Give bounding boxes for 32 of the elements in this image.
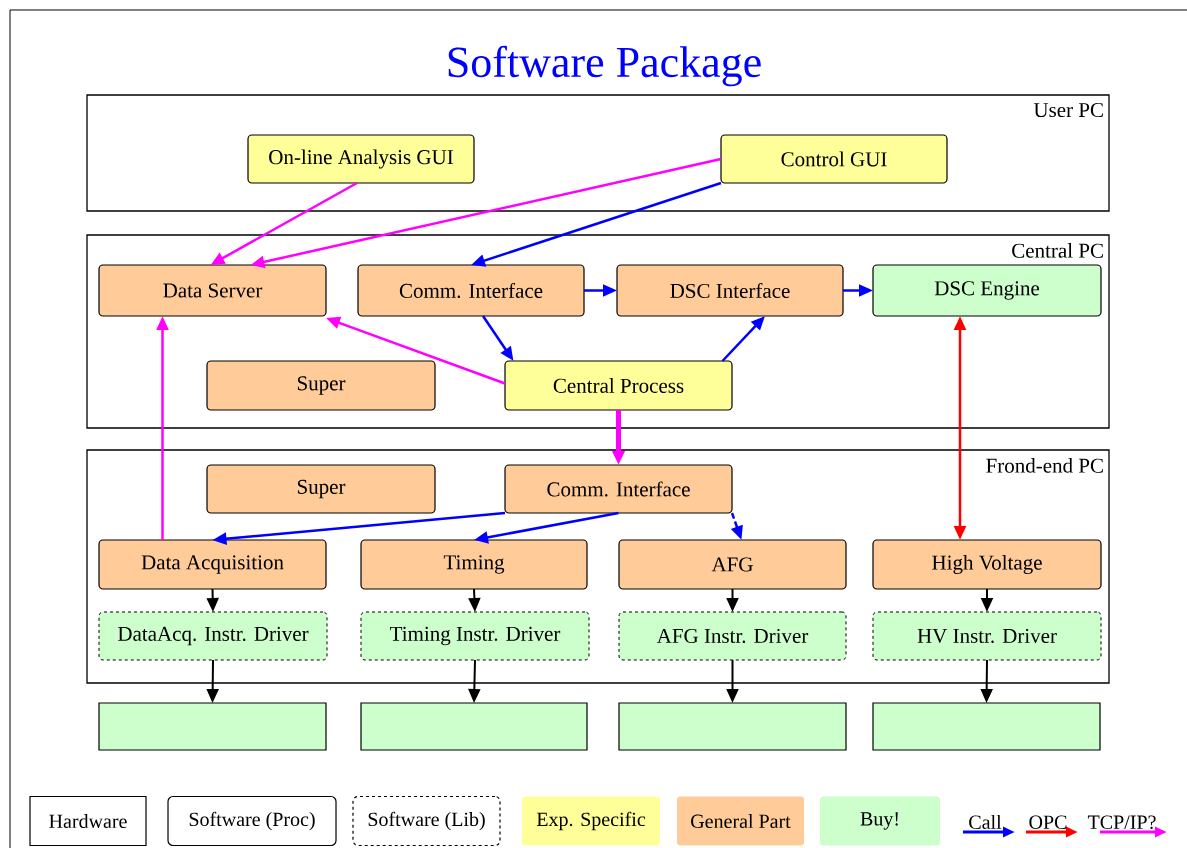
module-box: Control GUI [720, 134, 948, 184]
legend-label: OPC [1029, 815, 1067, 829]
module-box: DSC Interface [616, 264, 844, 317]
module-box: Super [206, 464, 436, 514]
hardware-box [618, 702, 847, 751]
panel-heading: Frond-end PC [986, 458, 1103, 473]
legend-box: Hardware [29, 795, 147, 847]
driver-box: DataAcq. Instr. Driver [98, 611, 328, 661]
module-box: DSC Engine [872, 264, 1102, 317]
hardware-box [98, 702, 327, 751]
legend-label: TCP/IP? [1087, 815, 1156, 829]
hardware-box [872, 702, 1101, 751]
module-box: Central Process [504, 360, 733, 411]
module-box: Data Acquisition [98, 539, 327, 590]
title: Software Package [448, 45, 761, 87]
legend-box: Software (Proc) [167, 795, 337, 847]
module-box: High Voltage [872, 539, 1102, 590]
driver-box: HV Instr. Driver [872, 611, 1102, 661]
driver-box: AFG Instr. Driver [618, 611, 847, 661]
module-box: Comm. Interface [504, 464, 733, 514]
module-box: Timing [360, 539, 588, 590]
module-box: Super [206, 360, 436, 411]
panel-heading: User PC [1033, 103, 1103, 118]
hardware-box [360, 702, 588, 751]
legend-box: Software (Lib) [352, 795, 501, 847]
module-box: On-line Analysis GUI [247, 134, 475, 184]
panel-heading: Central PC [1012, 243, 1103, 258]
module-box: Data Server [98, 264, 327, 317]
driver-box: Timing Instr. Driver [360, 611, 590, 661]
legend-label: Call [969, 814, 1002, 829]
module-box: AFG [618, 539, 847, 590]
module-box: Comm. Interface [357, 264, 585, 317]
